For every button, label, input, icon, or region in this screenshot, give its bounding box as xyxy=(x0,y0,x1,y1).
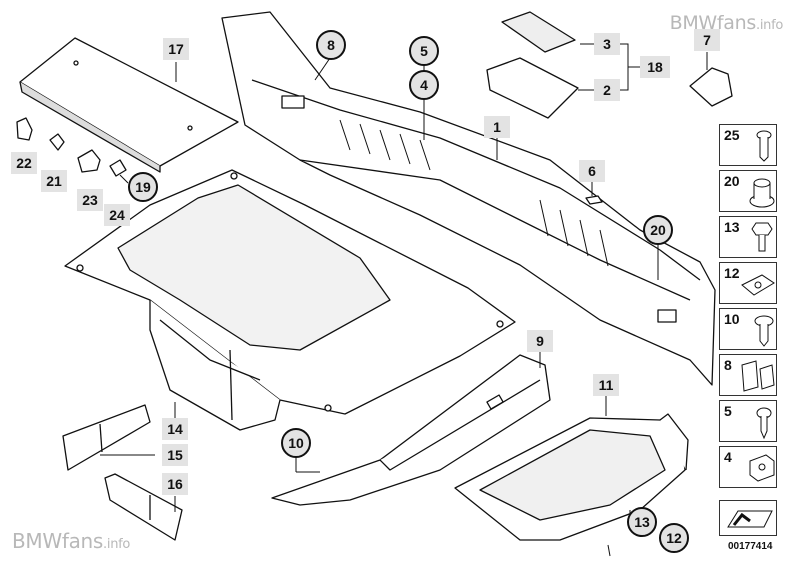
clip-23-shape xyxy=(77,149,101,173)
watermark-bottom: BMWfans.info xyxy=(12,529,131,553)
legend-cell-8: 8 xyxy=(719,354,777,396)
legend-cell-10: 10 xyxy=(719,308,777,350)
callout-13: 13 xyxy=(627,507,657,537)
label-17: 17 xyxy=(163,38,189,60)
label-23: 23 xyxy=(77,189,103,211)
legend-cell-25: 25 xyxy=(719,124,777,166)
part-6-shape xyxy=(585,195,603,205)
label-16: 16 xyxy=(162,473,188,495)
screw-icon xyxy=(756,130,772,162)
plug-icon xyxy=(749,178,775,208)
strip-15 xyxy=(62,404,151,471)
callout-10: 10 xyxy=(281,428,311,458)
label-15: 15 xyxy=(162,444,188,466)
watermark-top: BMWfans.info xyxy=(669,12,784,34)
clip-nut-icon xyxy=(741,274,775,296)
callout-4: 4 xyxy=(409,70,439,100)
legend-cell-arrow xyxy=(719,500,777,536)
callout-8: 8 xyxy=(316,30,346,60)
label-3: 3 xyxy=(594,33,620,55)
legend-cell-20: 20 xyxy=(719,170,777,212)
label-24: 24 xyxy=(104,204,130,226)
callout-19: 19 xyxy=(128,172,158,202)
self-tapping-screw-icon xyxy=(756,407,772,440)
legend-cell-5: 5 xyxy=(719,400,777,442)
label-7: 7 xyxy=(694,29,720,51)
reference-number: 00177414 xyxy=(728,541,773,552)
clip-22-shape xyxy=(16,117,33,141)
arrow-icon xyxy=(727,510,773,528)
part-2-shape xyxy=(486,57,579,119)
callout-12: 12 xyxy=(659,523,689,553)
label-14: 14 xyxy=(162,418,188,440)
callout-5: 5 xyxy=(409,36,439,66)
grommet-icon xyxy=(749,454,775,482)
screw-washer-icon xyxy=(754,315,774,347)
label-2: 2 xyxy=(594,79,620,101)
label-11: 11 xyxy=(593,374,619,396)
pad-icon xyxy=(741,360,775,392)
clip-24-shape xyxy=(109,159,127,177)
label-22: 22 xyxy=(11,152,37,174)
label-18: 18 xyxy=(640,56,670,78)
part-3-shape xyxy=(501,11,576,53)
part-7-shape xyxy=(689,67,733,107)
label-6: 6 xyxy=(579,160,605,182)
clip-21-shape xyxy=(49,133,65,151)
label-1: 1 xyxy=(484,116,510,138)
label-21: 21 xyxy=(41,170,67,192)
strip-16 xyxy=(104,473,183,541)
legend-cell-13: 13 xyxy=(719,216,777,258)
legend-cell-4: 4 xyxy=(719,446,777,488)
label-9: 9 xyxy=(527,330,553,352)
legend-cell-12: 12 xyxy=(719,262,777,304)
callout-20: 20 xyxy=(643,215,673,245)
rail-9 xyxy=(271,354,551,506)
bolt-icon xyxy=(751,222,773,252)
floor-cover-panel xyxy=(19,37,239,167)
